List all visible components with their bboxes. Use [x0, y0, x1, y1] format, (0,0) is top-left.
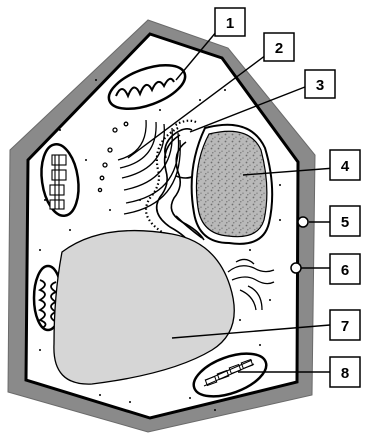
svg-text:8: 8	[341, 365, 349, 382]
svg-text:2: 2	[275, 40, 283, 57]
central-vacuole	[53, 229, 235, 385]
label-3: 3	[304, 69, 336, 99]
svg-text:3: 3	[316, 77, 324, 94]
cell-wall-marker	[297, 216, 309, 228]
svg-text:1: 1	[226, 15, 234, 32]
label-2: 2	[263, 32, 295, 62]
nucleus	[190, 123, 274, 245]
label-8: 8	[329, 356, 361, 388]
svg-text:7: 7	[341, 318, 349, 335]
label-5: 5	[329, 205, 361, 237]
chloroplast-bottom	[192, 352, 268, 398]
svg-text:6: 6	[341, 262, 349, 279]
svg-text:5: 5	[341, 214, 349, 231]
mitochondrion-top	[107, 63, 187, 111]
chloroplast-left-upper	[40, 143, 80, 217]
label-4: 4	[329, 149, 361, 181]
cytoplasm-granules	[39, 69, 281, 411]
smooth-endoplasmic-reticulum	[227, 258, 275, 311]
label-6: 6	[329, 253, 361, 285]
svg-text:4: 4	[341, 158, 350, 175]
cell-membrane-marker	[290, 262, 302, 274]
label-1: 1	[214, 7, 246, 37]
label-7: 7	[329, 309, 361, 341]
